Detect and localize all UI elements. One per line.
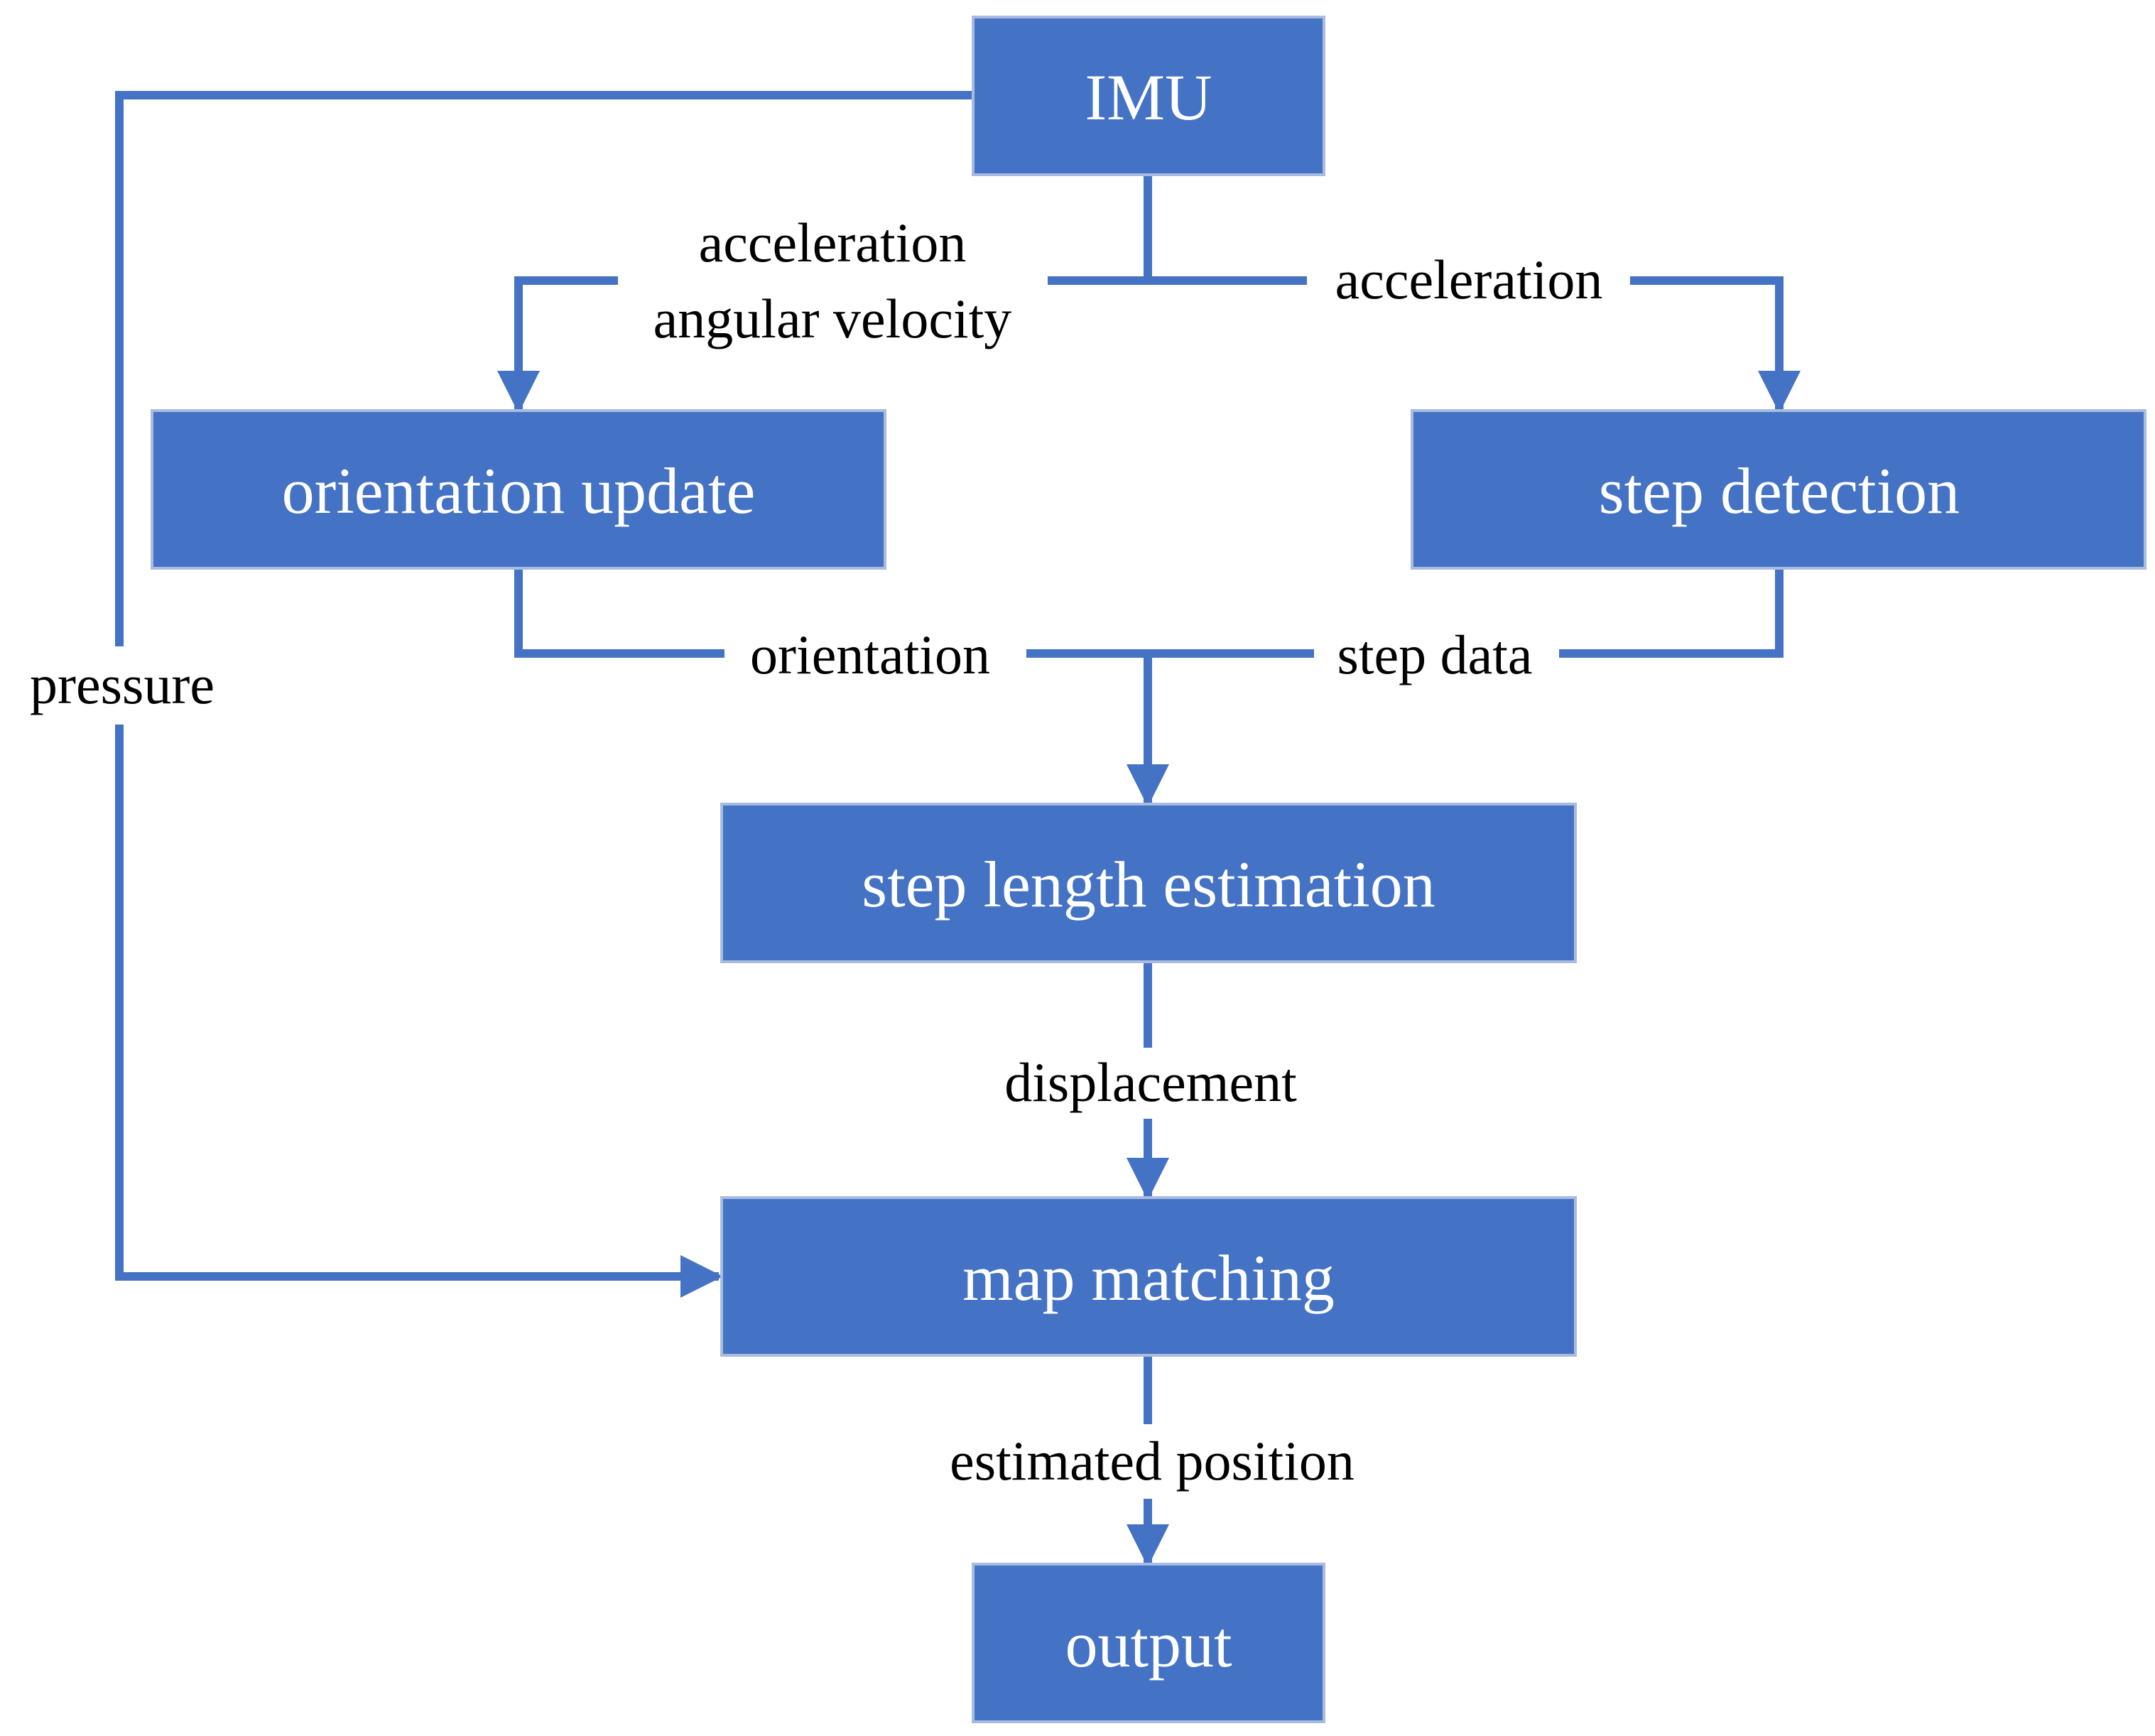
node-output-label: output — [1065, 1608, 1232, 1681]
label-bg-step-data — [1314, 618, 1559, 689]
label-bg-acc-angular — [618, 206, 1048, 355]
node-step-length-estimation-label: step length estimation — [862, 848, 1435, 921]
node-output: output — [972, 1563, 1325, 1723]
node-step-detection: step detection — [1411, 409, 2146, 570]
edge-label-acceleration-right: acceleration — [1335, 249, 1603, 310]
edge-label-estimated-position: estimated position — [950, 1430, 1355, 1492]
node-map-matching: map matching — [720, 1196, 1577, 1357]
edge-label-pressure: pressure — [30, 653, 215, 715]
nodes: IMU orientation update step detection st… — [151, 16, 2146, 1723]
node-step-detection-label: step detection — [1599, 455, 1960, 527]
node-step-length-estimation: step length estimation — [720, 803, 1577, 963]
edge-label-step-data: step data — [1337, 624, 1532, 685]
node-imu-label: IMU — [1085, 61, 1212, 134]
edge-label-orientation: orientation — [750, 624, 990, 685]
label-bg-estimated-position — [909, 1424, 1399, 1499]
edge-label-angular-velocity: angular velocity — [653, 288, 1012, 349]
node-imu: IMU — [972, 16, 1325, 176]
label-bg-acc-right — [1307, 245, 1630, 316]
node-orientation-update: orientation update — [151, 409, 886, 570]
label-bg-orientation — [724, 618, 1026, 689]
edge-label-displacement: displacement — [1004, 1051, 1297, 1113]
node-map-matching-label: map matching — [962, 1242, 1335, 1314]
edge-label-acceleration-left: acceleration — [699, 212, 967, 273]
edge-labels: acceleration angular velocity accelerati… — [7, 206, 1630, 1499]
label-bg-pressure — [7, 646, 241, 725]
label-bg-displacement — [977, 1048, 1325, 1119]
node-orientation-update-label: orientation update — [282, 455, 756, 527]
